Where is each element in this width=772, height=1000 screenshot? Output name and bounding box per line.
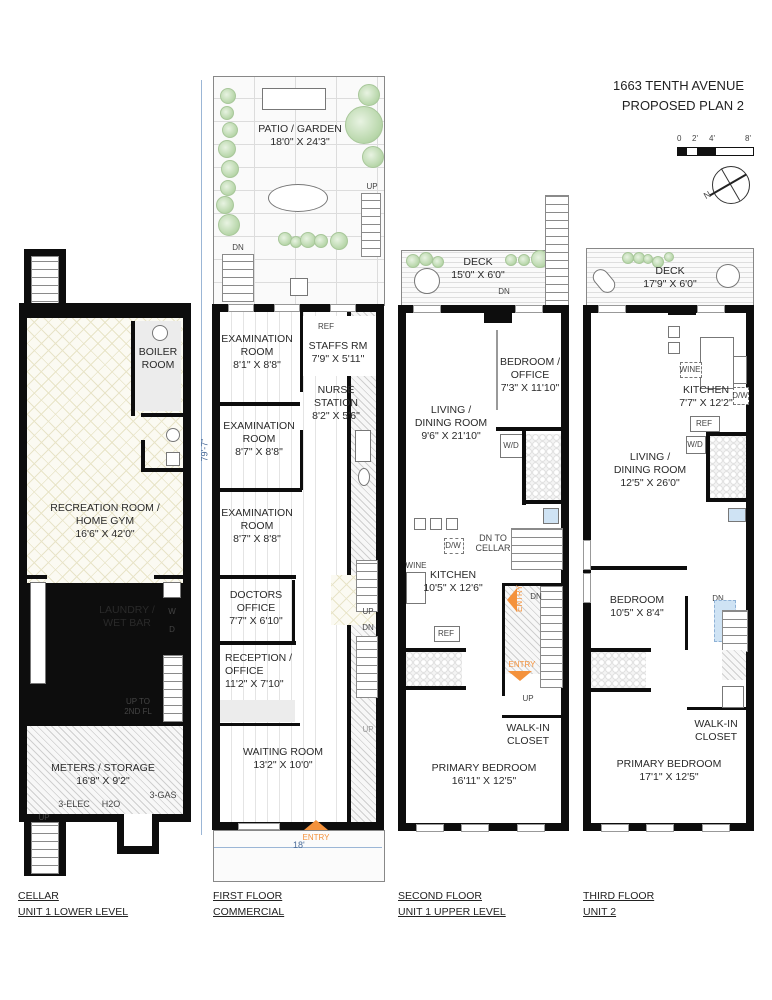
exam-room-2-label: EXAMINATION ROOM 8'7" X 8'8" xyxy=(223,420,295,458)
laundry-label: LAUNDRY / WET BAR xyxy=(99,604,155,629)
address-title: 1663 TENTH AVENUE xyxy=(612,78,744,93)
entry-arrow-icon xyxy=(304,820,328,830)
exam-room-1-label: EXAMINATION ROOM 8'1" X 8'8" xyxy=(221,333,293,371)
cellar-up-bottom-label: UP xyxy=(38,813,50,822)
first-stair-up2-label: UP xyxy=(362,725,374,734)
bottom-entry-arrow-icon xyxy=(508,671,532,681)
second-deck-dn-label: DN xyxy=(498,287,510,296)
boiler-room-label: BOILER ROOM xyxy=(138,346,178,371)
dn-to-cellar-label: DN TO CELLAR xyxy=(475,533,511,553)
second-wine-label: WINE xyxy=(405,561,427,570)
second-wd-label: W/D xyxy=(503,441,519,450)
second-dn-label: DN xyxy=(530,592,542,601)
third-wd-label: W/D xyxy=(687,440,703,449)
cellar-caption: CELLAR UNIT 1 LOWER LEVEL xyxy=(18,890,129,918)
water-label: H2O xyxy=(101,799,121,809)
second-ref-label: REF xyxy=(438,629,454,638)
third-deck-label: DECK 17'9" X 6'0" xyxy=(643,265,697,290)
meters-storage-label: METERS / STORAGE 16'8" X 9'2" xyxy=(51,762,155,787)
up-to-2nd-label: UP TO 2ND FL xyxy=(124,697,152,716)
third-wine-label: WINE xyxy=(679,365,701,374)
second-primary-label: PRIMARY BEDROOM 16'11" X 12'5" xyxy=(431,762,537,787)
third-floor-caption: THIRD FLOOR UNIT 2 xyxy=(583,890,655,918)
first-stair-dn-label: DN xyxy=(362,623,374,632)
side-entry-arrow-icon xyxy=(507,588,517,612)
gas-label: 3-GAS xyxy=(149,790,177,800)
scale-tick-8: 8' xyxy=(745,134,751,143)
north-label: N xyxy=(701,189,713,201)
third-ref-label: REF xyxy=(696,419,712,428)
compass-north-icon xyxy=(709,166,750,204)
plan-title: 1663 TENTH AVENUE PROPOSED PLAN 2 xyxy=(613,76,744,116)
depth-dimension: 79'-7" xyxy=(199,438,210,462)
reception-label: RECEPTION / OFFICE 11'2" X 7'10" xyxy=(225,652,293,690)
dryer-label: D xyxy=(169,625,175,634)
second-entry-side-label: ENTRY xyxy=(515,585,524,612)
first-entry-label: ENTRY xyxy=(302,833,330,842)
patio-up-label: UP xyxy=(366,182,378,191)
nurse-station-label: NURSE STATION 8'2" X 5'6" xyxy=(312,384,360,422)
third-walkin-label: WALK-IN CLOSET xyxy=(694,718,738,743)
second-floor-caption: SECOND FLOOR UNIT 1 UPPER LEVEL xyxy=(398,890,506,918)
scale-tick-4: 4' xyxy=(709,134,715,143)
waiting-room-label: WAITING ROOM 13'2" X 10'0" xyxy=(242,746,324,771)
first-stair-up-label: UP xyxy=(362,607,374,616)
staffs-room-label: STAFFS RM 7'9" X 5'11" xyxy=(308,340,368,365)
elec-label: 3-ELEC xyxy=(58,799,90,809)
meters-storage-room xyxy=(27,726,183,814)
exam-room-3-label: EXAMINATION ROOM 8'7" X 8'8" xyxy=(221,507,293,545)
washer-label: W xyxy=(168,607,176,616)
third-bedroom-label: BEDROOM 10'5" X 8'4" xyxy=(609,594,665,619)
ref-label: REF xyxy=(318,322,334,331)
scale-tick-2: 2' xyxy=(692,134,698,143)
second-deck-label: DECK 15'0" X 6'0" xyxy=(451,256,505,281)
first-floor-caption: FIRST FLOOR COMMERCIAL xyxy=(213,890,285,918)
third-dn-label: DN xyxy=(712,594,724,603)
third-primary-label: PRIMARY BEDROOM 17'1" X 12'5" xyxy=(616,758,722,783)
second-walkin-label: WALK-IN CLOSET xyxy=(506,722,550,747)
doctors-office-label: DOCTORS OFFICE 7'7" X 6'10" xyxy=(229,589,283,627)
scale-tick-0: 0 xyxy=(677,134,682,143)
patio-dn-label: DN xyxy=(232,243,244,252)
second-entry-bottom-label: ENTRY xyxy=(508,660,536,669)
second-kitchen-label: KITCHEN 10'5" X 12'6" xyxy=(423,569,483,594)
patio-label: PATIO / GARDEN 18'0" X 24'3" xyxy=(258,123,342,148)
third-living-label: LIVING / DINING ROOM 12'5" X 26'0" xyxy=(613,451,687,489)
third-kitchen-label: KITCHEN 7'7" X 12'2" xyxy=(679,384,733,409)
width-dimension: 18' xyxy=(293,840,305,850)
second-living-label: LIVING / DINING ROOM 9'6" X 21'10" xyxy=(414,404,488,442)
recreation-room-label: RECREATION ROOM / HOME GYM 16'6" X 42'0" xyxy=(50,502,160,540)
plan-subtitle: PROPOSED PLAN 2 xyxy=(621,98,744,113)
third-dw-label: D/W xyxy=(732,391,748,400)
second-up-label: UP xyxy=(522,694,534,703)
bedroom-office-label: BEDROOM / OFFICE 7'3" X 11'10" xyxy=(499,356,561,394)
second-dw-label: D/W xyxy=(445,541,461,550)
scale-bar: 0 2' 4' 8' xyxy=(677,134,754,156)
